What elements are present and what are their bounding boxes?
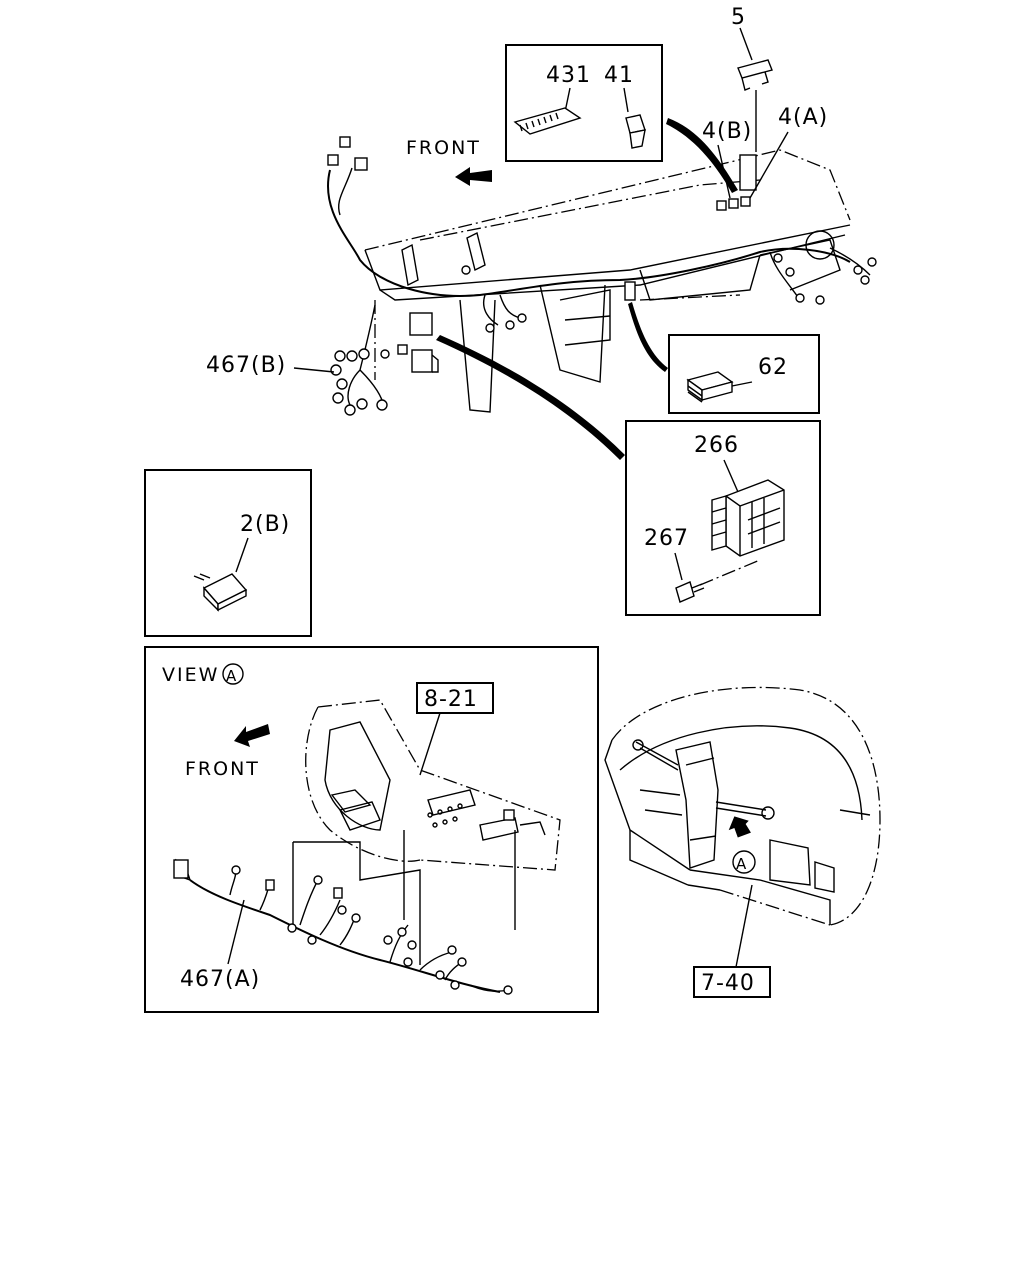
ref-7-40-label: 7-40 <box>701 971 755 996</box>
part-467b-label: 467(B) <box>206 353 286 378</box>
instrument-panel-view: A 7-40 <box>604 686 881 998</box>
view-circle-letter: A <box>226 667 237 685</box>
front-label-view: FRONT <box>185 758 260 780</box>
dashboard-harness-assembly <box>327 118 877 460</box>
part-5-label: 5 <box>731 5 746 30</box>
part-266-label: 266 <box>694 433 739 458</box>
part-4b-label: 4(B) <box>702 119 752 144</box>
circle-a-letter: A <box>736 855 747 873</box>
part-2b-label: 2(B) <box>240 512 290 537</box>
box-62: 62 62 <box>668 334 820 414</box>
part-4a-label: 4(A) <box>778 105 828 130</box>
box-266-267: 266 267 <box>625 420 821 616</box>
part-467a-label: 467(A) <box>180 967 260 992</box>
fuse-labels: 4(B) 4(A) <box>702 105 828 199</box>
part-267-label: 267 <box>644 526 689 551</box>
view-a-box: VIEW A FRONT 8-21 <box>144 646 599 1013</box>
box-2b: 2(B) <box>144 469 312 637</box>
front-arrow-top: FRONT <box>406 137 492 186</box>
part-431-label: 431 <box>546 63 591 88</box>
front-label-top: FRONT <box>406 137 481 159</box>
part-5-fuse: 5 <box>731 5 773 152</box>
part-467b: 467(B) <box>206 353 335 378</box>
ref-8-21-label: 8-21 <box>424 687 478 712</box>
box-431-41: 431 41 <box>505 44 663 162</box>
part-41-label: 41 <box>604 63 634 88</box>
view-label: VIEW <box>162 664 219 686</box>
part-62-text: 62 <box>758 355 788 380</box>
